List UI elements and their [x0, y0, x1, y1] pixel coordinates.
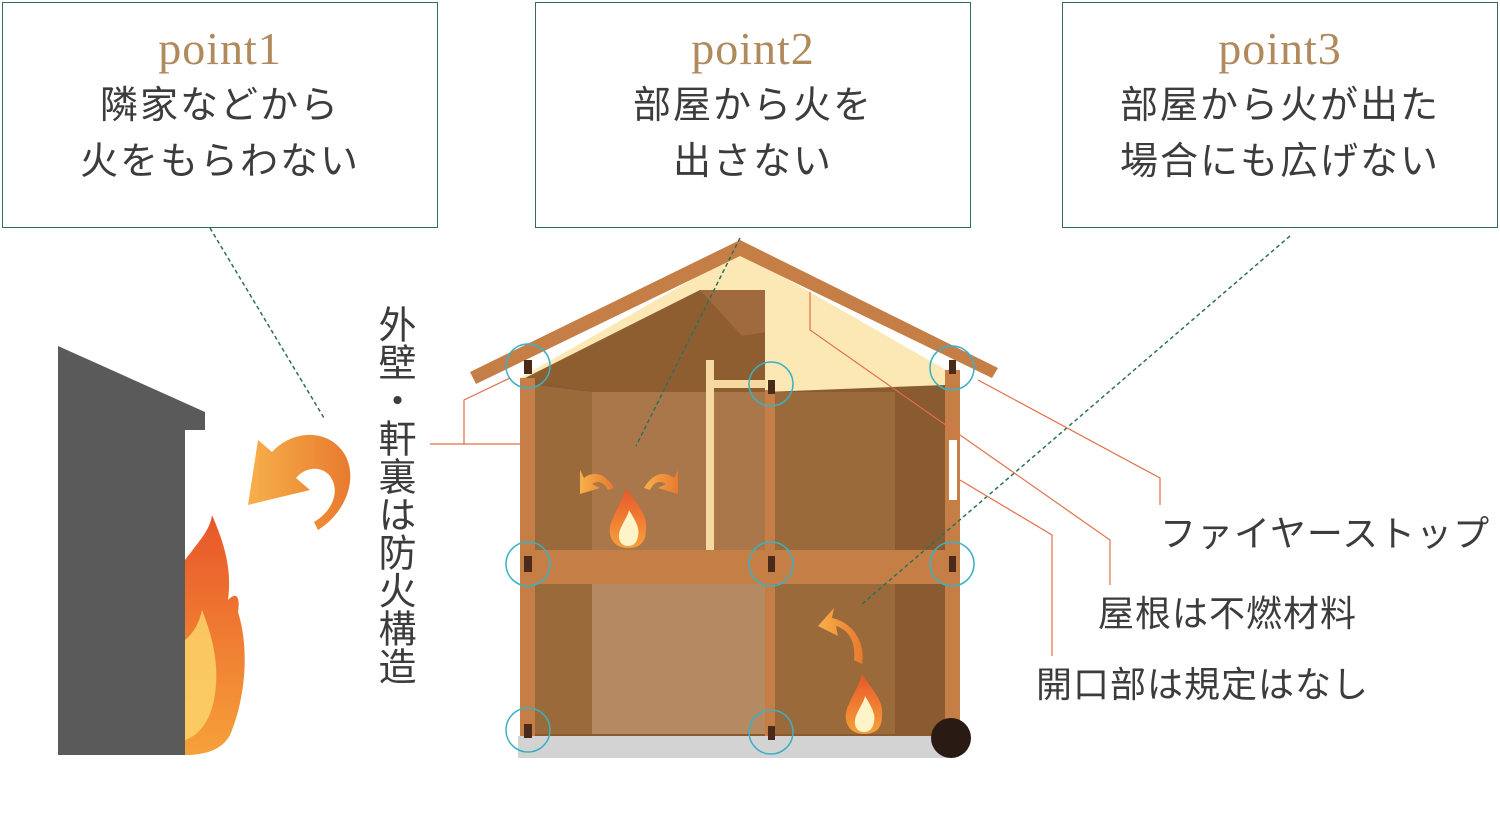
fire-stop-markers [505, 343, 975, 755]
point1-title: point1 [158, 23, 282, 74]
point3-line2: 場合にも広げない [1119, 139, 1440, 183]
right-spread-arrow-icon [644, 470, 678, 494]
point3-title: point3 [1218, 23, 1342, 74]
point3-leader [861, 235, 1291, 605]
point1-line2: 火をもらわない [79, 139, 360, 183]
fire-stop-label: ファイヤーストップ [1160, 514, 1491, 555]
neighbor-house [58, 346, 205, 755]
point2-title: point2 [691, 23, 815, 74]
point1-box: point1 隣家などから 火をもらわない [2, 2, 438, 228]
up-arrow-icon [818, 608, 863, 664]
main-house [470, 240, 998, 758]
point1-line1: 隣家などから [99, 83, 340, 127]
point2-line1: 部屋から火を [632, 83, 873, 127]
neighbor-fire-icon [185, 515, 245, 755]
upstairs-fire-icon [580, 470, 678, 548]
point1-leader [209, 227, 325, 419]
opening-label: 開口部は規定はなし [1036, 665, 1370, 706]
joint-blocks [524, 360, 956, 740]
exterior-wall-label: 外壁・軒裏は防火構造 [372, 305, 416, 685]
downstairs-fire-icon [818, 608, 883, 734]
curved-arrow-icon [248, 434, 351, 530]
point2-box: point2 部屋から火を 出さない [535, 2, 971, 228]
point2-leader [635, 237, 741, 447]
point3-box: point3 部屋から火が出た 場合にも広げない [1062, 2, 1498, 228]
left-spread-arrow-icon [580, 470, 614, 494]
point3-line1: 部屋から火が出た [1119, 83, 1440, 127]
roof-label: 屋根は不燃材料 [1098, 594, 1358, 635]
label-leaders [430, 292, 1161, 656]
point2-line2: 出さない [672, 139, 833, 183]
